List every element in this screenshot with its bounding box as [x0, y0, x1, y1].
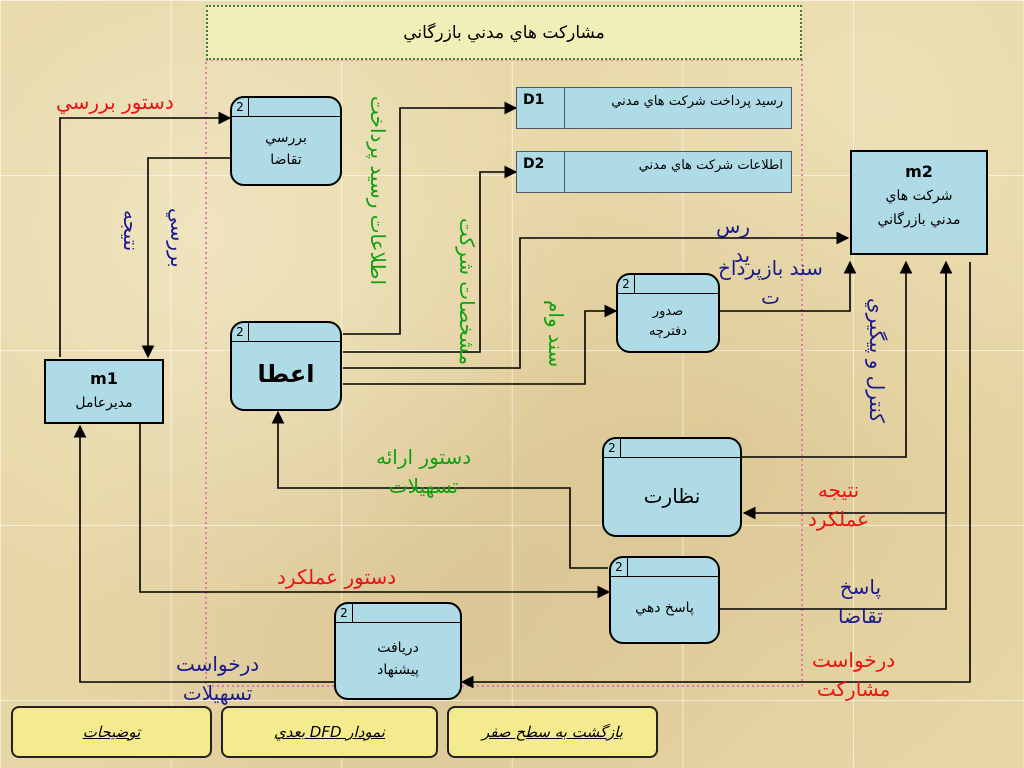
flow-receipt-m2 [343, 231, 850, 369]
store-d1-name: رسيد پرداخت شركت هاي مدني [611, 94, 783, 109]
process-label: صدور دفترچه [648, 303, 688, 339]
process-label: اعطا [257, 360, 315, 389]
flow-control [740, 260, 913, 458]
label-result: نتيجه [119, 210, 143, 252]
label-performance-result: نتيجه عملكرد [808, 478, 870, 531]
process-number: 2 [232, 98, 249, 116]
label-payment-receipt-info: اطلاعات رسيد پرداخت [366, 96, 390, 285]
flow-result [141, 157, 230, 359]
process-issue-booklet: 2 صدور دفترچه [616, 273, 720, 353]
notes-button[interactable]: توضيحات [11, 706, 212, 758]
label-loan-doc: سند وام [544, 300, 568, 368]
process-number: 2 [232, 323, 249, 341]
process-supervision: 2 نظارت [602, 437, 742, 537]
process-divider [611, 576, 718, 577]
back-to-level-zero-button[interactable]: بازگشت به سطح صفر [447, 706, 658, 758]
flow-repayment-doc [720, 260, 857, 312]
process-number: 2 [618, 275, 635, 293]
store-d1: D1 رسيد پرداخت شركت هاي مدني [516, 87, 792, 129]
label-facility-request: درخواست تسهيلات [176, 652, 260, 705]
flow-request-response [720, 260, 953, 610]
label-company-specs: مشخصات شركت [455, 218, 479, 366]
flow-review-order [59, 111, 232, 357]
flow-performance-order [139, 424, 611, 599]
process-divider [618, 293, 718, 294]
entity-m1-code: m1 [90, 369, 118, 388]
page-title: مشاركت هاي مدني بازرگاني [206, 5, 802, 60]
label-performance-order: دستور عملكرد [277, 565, 397, 589]
process-label: پاسخ دهي [635, 600, 694, 617]
entity-m1: m1 مديرعامل [44, 359, 164, 424]
flow-facility-order [271, 410, 608, 569]
store-d2-name: اطلاعات شركت هاي مدني [638, 158, 783, 173]
entity-m2: m2 شركت هاي مدني بازرگاني [850, 150, 988, 255]
process-label: دريافت پيشنهاد [377, 640, 419, 678]
process-number: 2 [604, 439, 621, 457]
label-receipt: رس يد [716, 214, 751, 267]
label-review-order: دستور بررسي [56, 90, 174, 114]
flow-loan-doc [343, 304, 618, 385]
entity-m2-label: شركت هاي مدني بازرگاني [877, 188, 961, 228]
process-label: بررسي تقاضا [265, 130, 307, 168]
process-grant: 2 اعطا [230, 321, 342, 411]
process-label: نظارت [643, 483, 701, 508]
process-check-request: 2 بررسي تقاضا [230, 96, 342, 186]
label-review: بررسي [166, 208, 190, 268]
store-d2-id: D2 [517, 152, 565, 192]
store-d1-id: D1 [517, 88, 565, 128]
next-dfd-button[interactable]: نمودار DFD بعدي [221, 706, 438, 758]
process-divider [232, 341, 340, 342]
process-divider [604, 457, 740, 458]
flow-facility-request [73, 424, 334, 683]
process-number: 2 [611, 558, 628, 576]
entity-m2-code: m2 [905, 162, 933, 181]
flow-participation-request [460, 262, 971, 689]
flow-company-specs [343, 165, 518, 353]
process-receive-proposal: 2 دريافت پيشنهاد [334, 602, 462, 700]
process-number: 2 [336, 604, 353, 622]
process-respond: 2 پاسخ دهي [609, 556, 720, 644]
label-facility-order: دستور ارائه تسهيلات [376, 445, 472, 498]
label-repayment-doc: سند بازپرداخ ت [718, 256, 823, 309]
flow-receipt-store [343, 101, 518, 335]
boundary-frame [205, 59, 803, 687]
store-d2: D2 اطلاعات شركت هاي مدني [516, 151, 792, 193]
label-control-followup: كنترل و پيگيري [865, 298, 889, 423]
label-participation-request: درخواست مشاركت [812, 648, 896, 701]
process-divider [336, 622, 460, 623]
entity-m1-label: مديرعامل [75, 395, 133, 412]
process-divider [232, 116, 340, 117]
label-request-response: پاسخ تقاضا [838, 575, 883, 628]
